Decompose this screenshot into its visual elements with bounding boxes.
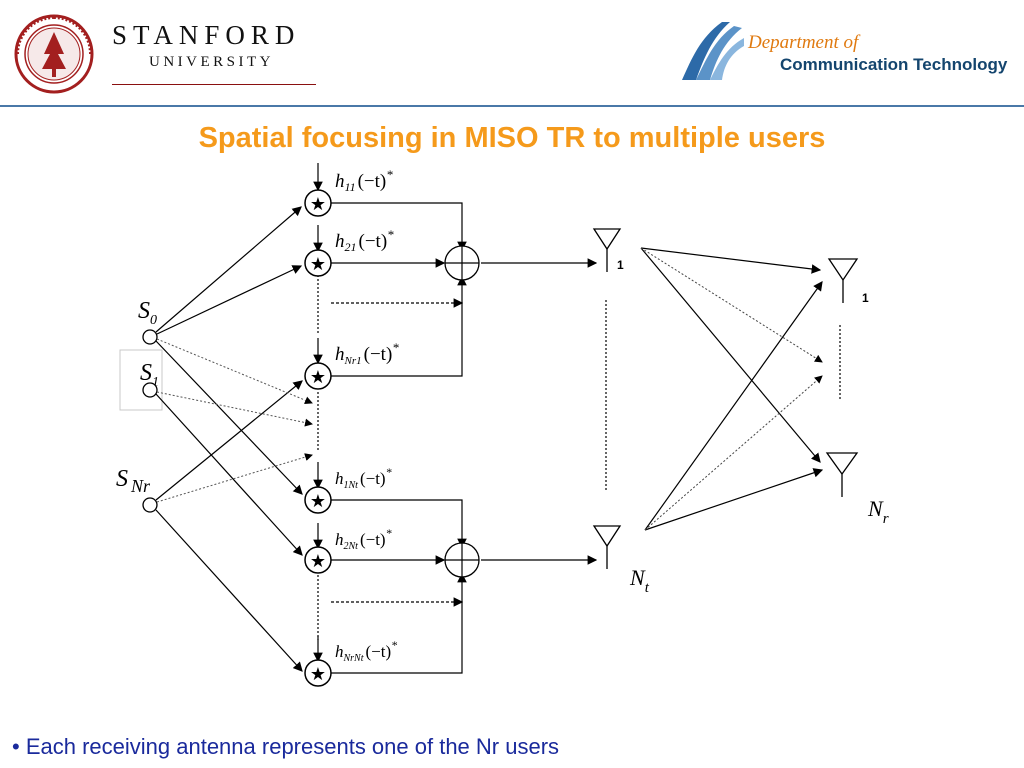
university-name: STANFORD	[112, 20, 301, 50]
convolver-nr1: ★	[304, 362, 332, 390]
svg-text:★: ★	[310, 551, 326, 571]
column-dots	[317, 275, 841, 640]
summer-top-links	[331, 202, 598, 377]
summer-top	[444, 245, 480, 281]
tx-antenna-label-nt: Nt	[629, 565, 650, 596]
slide-header: STANFORD UNIVERSITY Department of Commun…	[0, 0, 1024, 106]
rx-antenna-label-nr: Nr	[867, 496, 889, 527]
department-name: Communication Technology	[780, 55, 1008, 74]
filter-label-hnr1: hNr1(−t)*	[335, 340, 399, 367]
summer-bottom-links	[331, 499, 598, 674]
source-label-s1: S1	[140, 360, 159, 390]
svg-text:★: ★	[310, 491, 326, 511]
header-divider	[0, 105, 1024, 107]
rx-antenna-label-1: 1	[862, 291, 869, 305]
convolver-nrnt: ★	[304, 659, 332, 687]
convolver-2nt: ★	[304, 546, 332, 574]
tx-antenna-1	[592, 228, 622, 272]
wordmark-underline	[112, 84, 316, 85]
svg-text:★: ★	[310, 367, 326, 387]
convolver-1nt: ★	[304, 486, 332, 514]
department-label: Department of	[748, 32, 859, 53]
wireless-links-solid	[640, 247, 824, 531]
bullet-text: Each receiving antenna represents one of…	[25, 734, 560, 759]
source-node-snr	[142, 497, 158, 513]
svg-text:★: ★	[310, 194, 326, 214]
university-subtitle: UNIVERSITY	[149, 54, 274, 70]
tx-antenna-label-1: 1	[617, 258, 624, 272]
rx-antenna-1	[827, 258, 859, 303]
source-highlight-box	[119, 349, 163, 411]
convolver-21: ★	[304, 249, 332, 277]
svg-text:★: ★	[310, 254, 326, 274]
wireless-links-dotted	[640, 247, 823, 531]
stanford-seal-logo	[14, 14, 94, 94]
department-logo-icon	[682, 22, 744, 80]
convolver-nodes: ★ ★ ★ ★ ★ ★	[304, 189, 332, 687]
bullet-point: • Each receiving antenna represents one …	[12, 734, 559, 760]
slide-title: Spatial focusing in MISO TR to multiple …	[198, 122, 826, 154]
filter-label-h21: h21(−t)*	[335, 227, 394, 254]
source-links-solid	[155, 206, 303, 672]
summer-bottom	[444, 542, 480, 578]
filter-labels: h11(−t)* h21(−t)* hNr1(−t)* h1Nt(−t)* h2…	[335, 167, 399, 664]
bullet-marker: •	[12, 734, 20, 759]
filter-label-h1nt: h1Nt(−t)*	[335, 465, 392, 491]
svg-text:★: ★	[310, 664, 326, 684]
source-node-s0	[142, 329, 158, 345]
source-links-dotted	[156, 338, 313, 503]
source-label-s0: S0	[138, 298, 157, 328]
source-node-s1	[142, 382, 158, 398]
rx-antenna-nr	[825, 452, 859, 497]
filter-label-h2nt: h2Nt(−t)*	[335, 526, 392, 552]
filter-label-hnrnt: hNrNt(−t)*	[335, 638, 397, 664]
filter-label-h11: h11(−t)*	[335, 167, 393, 194]
tx-antenna-nt	[592, 525, 622, 569]
convolver-11: ★	[304, 189, 332, 217]
